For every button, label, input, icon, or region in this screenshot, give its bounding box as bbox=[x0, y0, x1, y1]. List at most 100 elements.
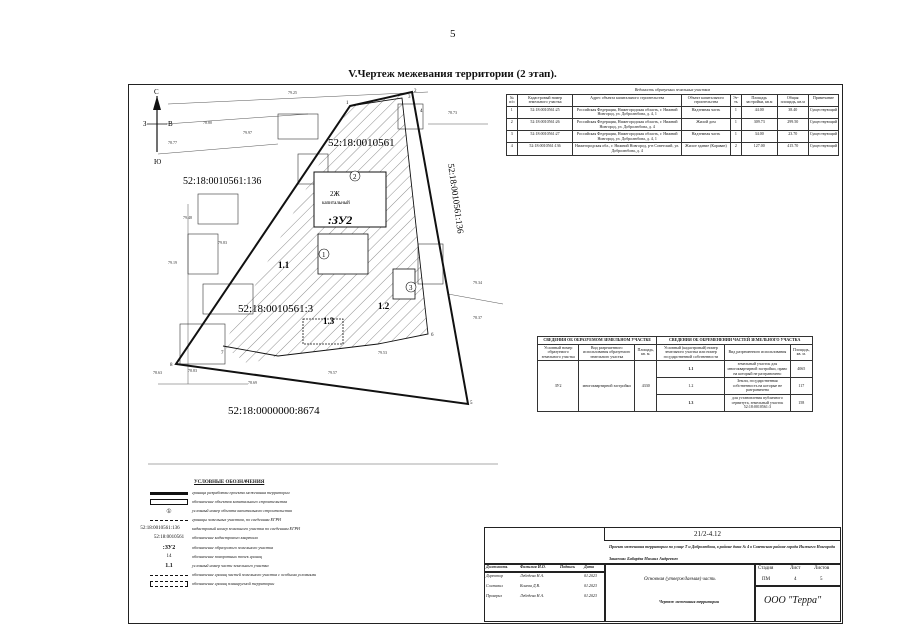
buildings-table-caption: Ведомость образуемых земельных участков bbox=[634, 87, 711, 92]
elevation-mark: 79.53 bbox=[378, 350, 387, 355]
legend-item: обозначение границ частей земельного уча… bbox=[150, 572, 500, 579]
legend-item: обозначение границ планируемой территори… bbox=[150, 581, 500, 588]
legend-item: 52:18:0010561 обозначение кадастрового к… bbox=[150, 535, 500, 542]
legend-text: обозначение границ частей земельного уча… bbox=[192, 572, 317, 577]
elevation-mark: 78.37 bbox=[473, 315, 482, 320]
legend-item: :ЗУ2 обозначение образуемого земельного … bbox=[150, 545, 500, 552]
street-line bbox=[165, 113, 309, 125]
compass-west: З bbox=[143, 120, 147, 128]
elevation-mark: 78.63 bbox=[153, 370, 162, 375]
table-cell: 38.40 bbox=[776, 105, 809, 119]
table-cell: 1.2 bbox=[656, 377, 726, 395]
sheet-value: 4 bbox=[794, 577, 797, 582]
legend-symbol: 14 bbox=[166, 554, 172, 559]
elevation-mark: 79.83 bbox=[218, 240, 227, 245]
circle-marker: 3 bbox=[405, 281, 417, 293]
title-block: 21/2-4.12 Проект межевания территории по… bbox=[484, 527, 841, 622]
legend-symbol: 1.1 bbox=[165, 563, 173, 569]
sheets-header: Листов bbox=[814, 566, 830, 571]
compass-south: Ю bbox=[154, 158, 161, 166]
stamp-date: 01.2023 bbox=[584, 583, 597, 588]
table-cell: Нижегородская обл., г. Нижний Новгород, … bbox=[572, 142, 682, 156]
table-cell: Жилой дом bbox=[680, 117, 731, 132]
parcel-label: 52:18:0010561:136 bbox=[183, 176, 261, 187]
table-cell: 52:18:0010561:27 bbox=[516, 130, 574, 144]
table-cell: Существующий bbox=[807, 142, 840, 156]
table-header: СВЕДЕНИЯ ОБ ОБРЕМЕНЕНИИ ЧАСТЕЙ ЗЕМЕЛЬНОГ… bbox=[656, 336, 813, 345]
legend-title: УСЛОВНЫЕ ОБОЗНАЧЕНИЯ bbox=[194, 480, 265, 485]
legend-symbol: 52:18:0010561 bbox=[153, 535, 185, 540]
table-cell: Существующий bbox=[807, 105, 840, 119]
vertex-number: 4 bbox=[420, 109, 423, 114]
table-cell: 4 bbox=[506, 142, 518, 156]
building-label: 2Ж bbox=[330, 190, 341, 198]
legend-text: кадастровый номер земельного участка по … bbox=[192, 526, 301, 531]
parcel-label: 52:18:0010561:3 bbox=[238, 303, 314, 315]
zu2-boundary bbox=[222, 97, 429, 357]
legend-item: граница разработки проекта межевания тер… bbox=[150, 490, 500, 497]
table-cell: 2 bbox=[506, 117, 518, 132]
table-cell: 52:18:0010561:25 bbox=[516, 105, 574, 119]
elevation-mark: 79.97 bbox=[243, 130, 252, 135]
compass-north: С bbox=[154, 88, 159, 96]
stamp-role: Директор bbox=[486, 573, 504, 578]
legend-item: ① условный номер объекта капитального ст… bbox=[150, 508, 500, 515]
table-cell: Надземная часть bbox=[680, 105, 731, 119]
table-row: 2 52:18:0010561:26 Российская Федерация,… bbox=[506, 117, 840, 132]
table-header: Примечание bbox=[807, 93, 840, 107]
legend-symbol: 52:18:0010561:136 bbox=[140, 526, 180, 531]
table-cell: Земли, государственная собственность на … bbox=[724, 377, 791, 395]
stamp-name: Лебедева Н.А. bbox=[520, 573, 545, 578]
legend-symbol bbox=[150, 520, 188, 527]
vertex-number: 5 bbox=[470, 401, 473, 406]
project-boundary bbox=[174, 90, 470, 406]
table-cell: Российская Федерация, Нижегородская обла… bbox=[572, 105, 682, 119]
elevation-mark: 78.69 bbox=[248, 380, 257, 385]
stamp-date: 01.2023 bbox=[584, 573, 597, 578]
sub-zone-label: 1.3 bbox=[323, 316, 335, 326]
circle-label: 3 bbox=[409, 284, 413, 292]
parcel-label: 52:18:0010561:136 bbox=[446, 163, 466, 235]
sub-zone-label: 1.1 bbox=[278, 260, 290, 270]
vertex-number: 3 bbox=[408, 95, 411, 100]
neighbor-building bbox=[197, 193, 239, 225]
doc-code: 21/2-4.12 bbox=[694, 530, 722, 538]
table-header: Объект капитального строительства bbox=[680, 93, 731, 107]
legend-symbol bbox=[150, 581, 188, 587]
parcel-info-table: СВЕДЕНИЯ ОБ ОБРАЗУЕМОМ ЗЕМЕЛЬНОМ УЧАСТКЕ… bbox=[536, 336, 814, 412]
vertex-number: 1 bbox=[346, 101, 349, 106]
doc-part: Основная (утверждаемая) часть bbox=[644, 577, 716, 582]
legend-text: границы земельных участков, по сведениям… bbox=[192, 517, 282, 522]
table-row: ЗУ2 многоквартирной застройки 4330 1.1 з… bbox=[536, 360, 814, 412]
table-cell: для установления публичного сервитута, з… bbox=[724, 393, 791, 412]
table-header: Условный (кадастровый) номер земельного … bbox=[656, 343, 726, 362]
building-sub-label: капитальный bbox=[322, 201, 350, 206]
street-line bbox=[447, 293, 504, 305]
stamp-name: Конева Д.В. bbox=[520, 583, 540, 588]
table-cell: 1 bbox=[506, 105, 518, 119]
table-header-row: № п/п Кадастровый номер земельного участ… bbox=[506, 93, 840, 107]
table-header: № п/п bbox=[506, 93, 518, 107]
page-title: V.Чертеж межевания территории (2 этап). bbox=[348, 68, 557, 80]
table-cell: 158 bbox=[789, 393, 814, 412]
table-cell: ЗУ2 bbox=[536, 360, 580, 412]
table-cell: 415.70 bbox=[776, 142, 809, 156]
buildings-table: Ведомость образуемых земельных участков … bbox=[506, 87, 840, 156]
table-row: 1.3 для установления публичного сервитут… bbox=[538, 393, 814, 412]
legend-symbol bbox=[150, 492, 188, 501]
table-cell: 52:18:0010561:136 bbox=[516, 142, 574, 156]
sub-zone-label: 1.2 bbox=[378, 301, 390, 311]
legend-symbol bbox=[150, 499, 188, 505]
table-cell: Надземная часть bbox=[680, 130, 731, 144]
circle-label: 1 bbox=[322, 251, 326, 259]
table-row: 1 52:18:0010561:25 Российская Федерация,… bbox=[506, 105, 840, 119]
table-header-row: СВЕДЕНИЯ ОБ ОБРАЗУЕМОМ ЗЕМЕЛЬНОМ УЧАСТКЕ… bbox=[536, 336, 813, 345]
table-cell: Жилое здание (Караван) bbox=[680, 142, 731, 156]
neighbor-building bbox=[179, 323, 226, 365]
legend-text: обозначение поворотных точек границ bbox=[192, 554, 262, 559]
parcel-label: 52:18:0000000:8674 bbox=[228, 405, 320, 417]
street-line bbox=[157, 143, 279, 155]
legend-text: обозначение образуемого земельного участ… bbox=[192, 545, 274, 550]
cadastral-map: З В С Ю 52:18:0010561 52:18:0010561:136 … bbox=[143, 88, 504, 465]
table-cell: 44.00 bbox=[740, 105, 778, 119]
